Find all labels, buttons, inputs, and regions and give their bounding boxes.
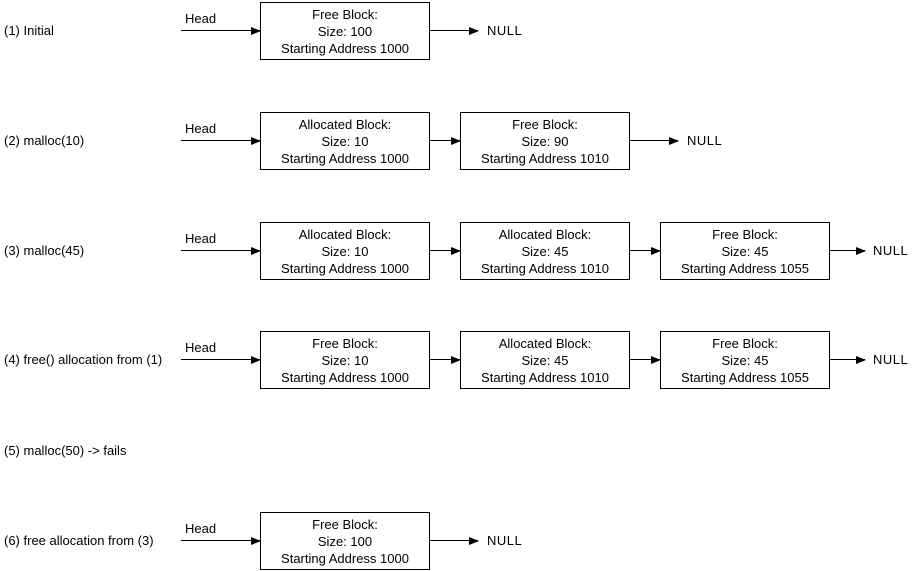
allocated-block-node: Allocated Block: Size: 10 Starting Addre… [260,222,430,280]
row-label: (5) malloc(50) -> fails [4,443,127,458]
block-address: Starting Address 1000 [281,260,409,276]
null-label: NULL [487,23,523,38]
row-label: (4) free() allocation from (1) [4,352,163,367]
row-label: (6) free allocation from (3) [4,533,154,548]
null-label: NULL [487,533,523,548]
next-arrow-icon [430,246,461,255]
head-pointer-label: Head [185,340,217,355]
null-arrow-icon [630,136,679,145]
null-arrow-icon [830,246,866,255]
head-arrow-icon [181,536,261,545]
free-block-node: Free Block: Size: 100 Starting Address 1… [260,2,430,60]
block-title: Free Block: [312,516,378,532]
head-arrow-icon [181,26,261,35]
block-title: Free Block: [512,116,578,132]
head-pointer-label: Head [185,11,217,26]
allocated-block-node: Allocated Block: Size: 10 Starting Addre… [260,112,430,170]
head-pointer-label: Head [185,231,217,246]
free-block-node: Free Block: Size: 45 Starting Address 10… [660,331,830,389]
block-address: Starting Address 1055 [681,260,809,276]
block-address: Starting Address 1055 [681,369,809,385]
head-pointer-label: Head [185,521,217,536]
next-arrow-icon [630,246,661,255]
block-title: Free Block: [712,335,778,351]
block-size: Size: 100 [317,533,373,549]
block-size: Size: 45 [521,352,569,368]
block-size: Size: 10 [321,352,369,368]
row-label: (3) malloc(45) [4,243,85,258]
block-address: Starting Address 1010 [481,260,609,276]
block-address: Starting Address 1000 [281,550,409,566]
free-block-node: Free Block: Size: 90 Starting Address 10… [460,112,630,170]
null-arrow-icon [830,355,866,364]
block-title: Allocated Block: [298,226,392,242]
block-title: Allocated Block: [498,226,592,242]
block-size: Size: 45 [721,352,769,368]
block-size: Size: 100 [317,23,373,39]
block-address: Starting Address 1000 [281,150,409,166]
block-title: Allocated Block: [498,335,592,351]
free-block-node: Free Block: Size: 100 Starting Address 1… [260,512,430,570]
block-address: Starting Address 1000 [281,40,409,56]
free-block-node: Free Block: Size: 45 Starting Address 10… [660,222,830,280]
block-title: Free Block: [312,6,378,22]
next-arrow-icon [430,136,461,145]
block-title: Free Block: [712,226,778,242]
row-label: (1) Initial [4,23,54,38]
block-size: Size: 45 [521,243,569,259]
null-label: NULL [873,243,909,258]
block-size: Size: 10 [321,243,369,259]
block-title: Free Block: [312,335,378,351]
free-block-node: Free Block: Size: 10 Starting Address 10… [260,331,430,389]
null-label: NULL [873,352,909,367]
allocated-block-node: Allocated Block: Size: 45 Starting Addre… [460,331,630,389]
head-pointer-label: Head [185,121,217,136]
next-arrow-icon [630,355,661,364]
block-address: Starting Address 1010 [481,150,609,166]
block-size: Size: 90 [521,133,569,149]
null-arrow-icon [430,536,479,545]
head-arrow-icon [181,246,261,255]
block-title: Allocated Block: [298,116,392,132]
row-label: (2) malloc(10) [4,133,85,148]
block-size: Size: 10 [321,133,369,149]
allocated-block-node: Allocated Block: Size: 45 Starting Addre… [460,222,630,280]
block-address: Starting Address 1010 [481,369,609,385]
block-address: Starting Address 1000 [281,369,409,385]
head-arrow-icon [181,136,261,145]
block-size: Size: 45 [721,243,769,259]
head-arrow-icon [181,355,261,364]
null-arrow-icon [430,26,479,35]
next-arrow-icon [430,355,461,364]
null-label: NULL [687,133,723,148]
